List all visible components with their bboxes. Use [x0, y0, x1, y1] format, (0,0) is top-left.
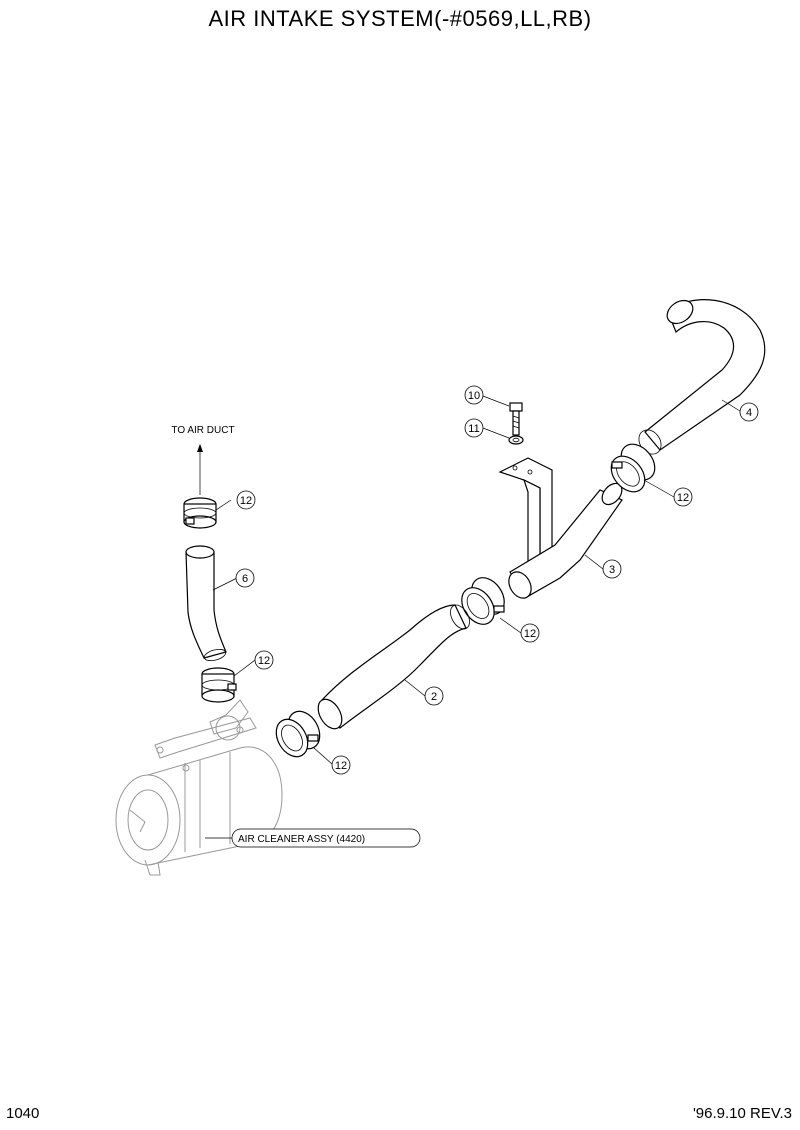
svg-text:AIR CLEANER ASSY (4420): AIR CLEANER ASSY (4420): [238, 834, 365, 845]
svg-text:12: 12: [677, 492, 689, 504]
part-2-air-hose: [317, 604, 470, 730]
svg-text:10: 10: [468, 390, 480, 402]
callout-10: 10: [464, 385, 484, 405]
part-6-elbow-hose: [185, 545, 227, 662]
page-title: AIR INTAKE SYSTEM(-#0569,LL,RB): [208, 6, 592, 31]
part-4-intake-pipe: [638, 299, 766, 455]
svg-text:11: 11: [468, 423, 479, 435]
air-cleaner-assembly: [115, 699, 283, 876]
callout-12-upper-right: 12: [673, 487, 693, 507]
part-12-hose-clamp-lower-left: [201, 667, 237, 703]
part-10-bolt: [509, 402, 523, 436]
callout-3: 3: [602, 559, 622, 579]
air-cleaner-label: AIR CLEANER ASSY (4420): [231, 828, 421, 848]
part-12-hose-clamp-upper-left: [183, 497, 217, 529]
part-12-hose-clamp-lower: [275, 710, 321, 758]
callout-2: 2: [424, 686, 444, 706]
to-air-duct-arrow: [197, 444, 203, 495]
callout-12-lower: 12: [331, 755, 351, 775]
part-12-hose-clamp-middle: [461, 577, 505, 625]
part-12-hose-clamp-upper-right: [610, 443, 656, 493]
to-air-duct-note: TO AIR DUCT: [171, 425, 234, 436]
svg-text:2: 2: [431, 691, 437, 703]
callout-11: 11: [464, 418, 484, 438]
svg-text:6: 6: [242, 573, 248, 585]
revision-date: '96.9.10 REV.3: [692, 1105, 792, 1122]
support-bracket: [498, 457, 553, 577]
page-number: 1040: [6, 1105, 40, 1122]
callout-6: 6: [235, 568, 255, 588]
callout-4: 4: [739, 402, 759, 422]
svg-text:12: 12: [335, 760, 347, 772]
leader-lines: [205, 395, 741, 839]
callout-12-upper-left: 12: [236, 490, 256, 510]
svg-text:3: 3: [609, 564, 615, 576]
callout-12-middle: 12: [520, 623, 540, 643]
svg-text:12: 12: [240, 495, 252, 507]
svg-text:4: 4: [746, 407, 752, 419]
part-3-branch-pipe: [508, 482, 623, 599]
callout-12-lower-left: 12: [254, 650, 274, 670]
svg-text:12: 12: [524, 628, 536, 640]
svg-text:12: 12: [258, 655, 270, 667]
part-11-washer: [508, 435, 524, 445]
